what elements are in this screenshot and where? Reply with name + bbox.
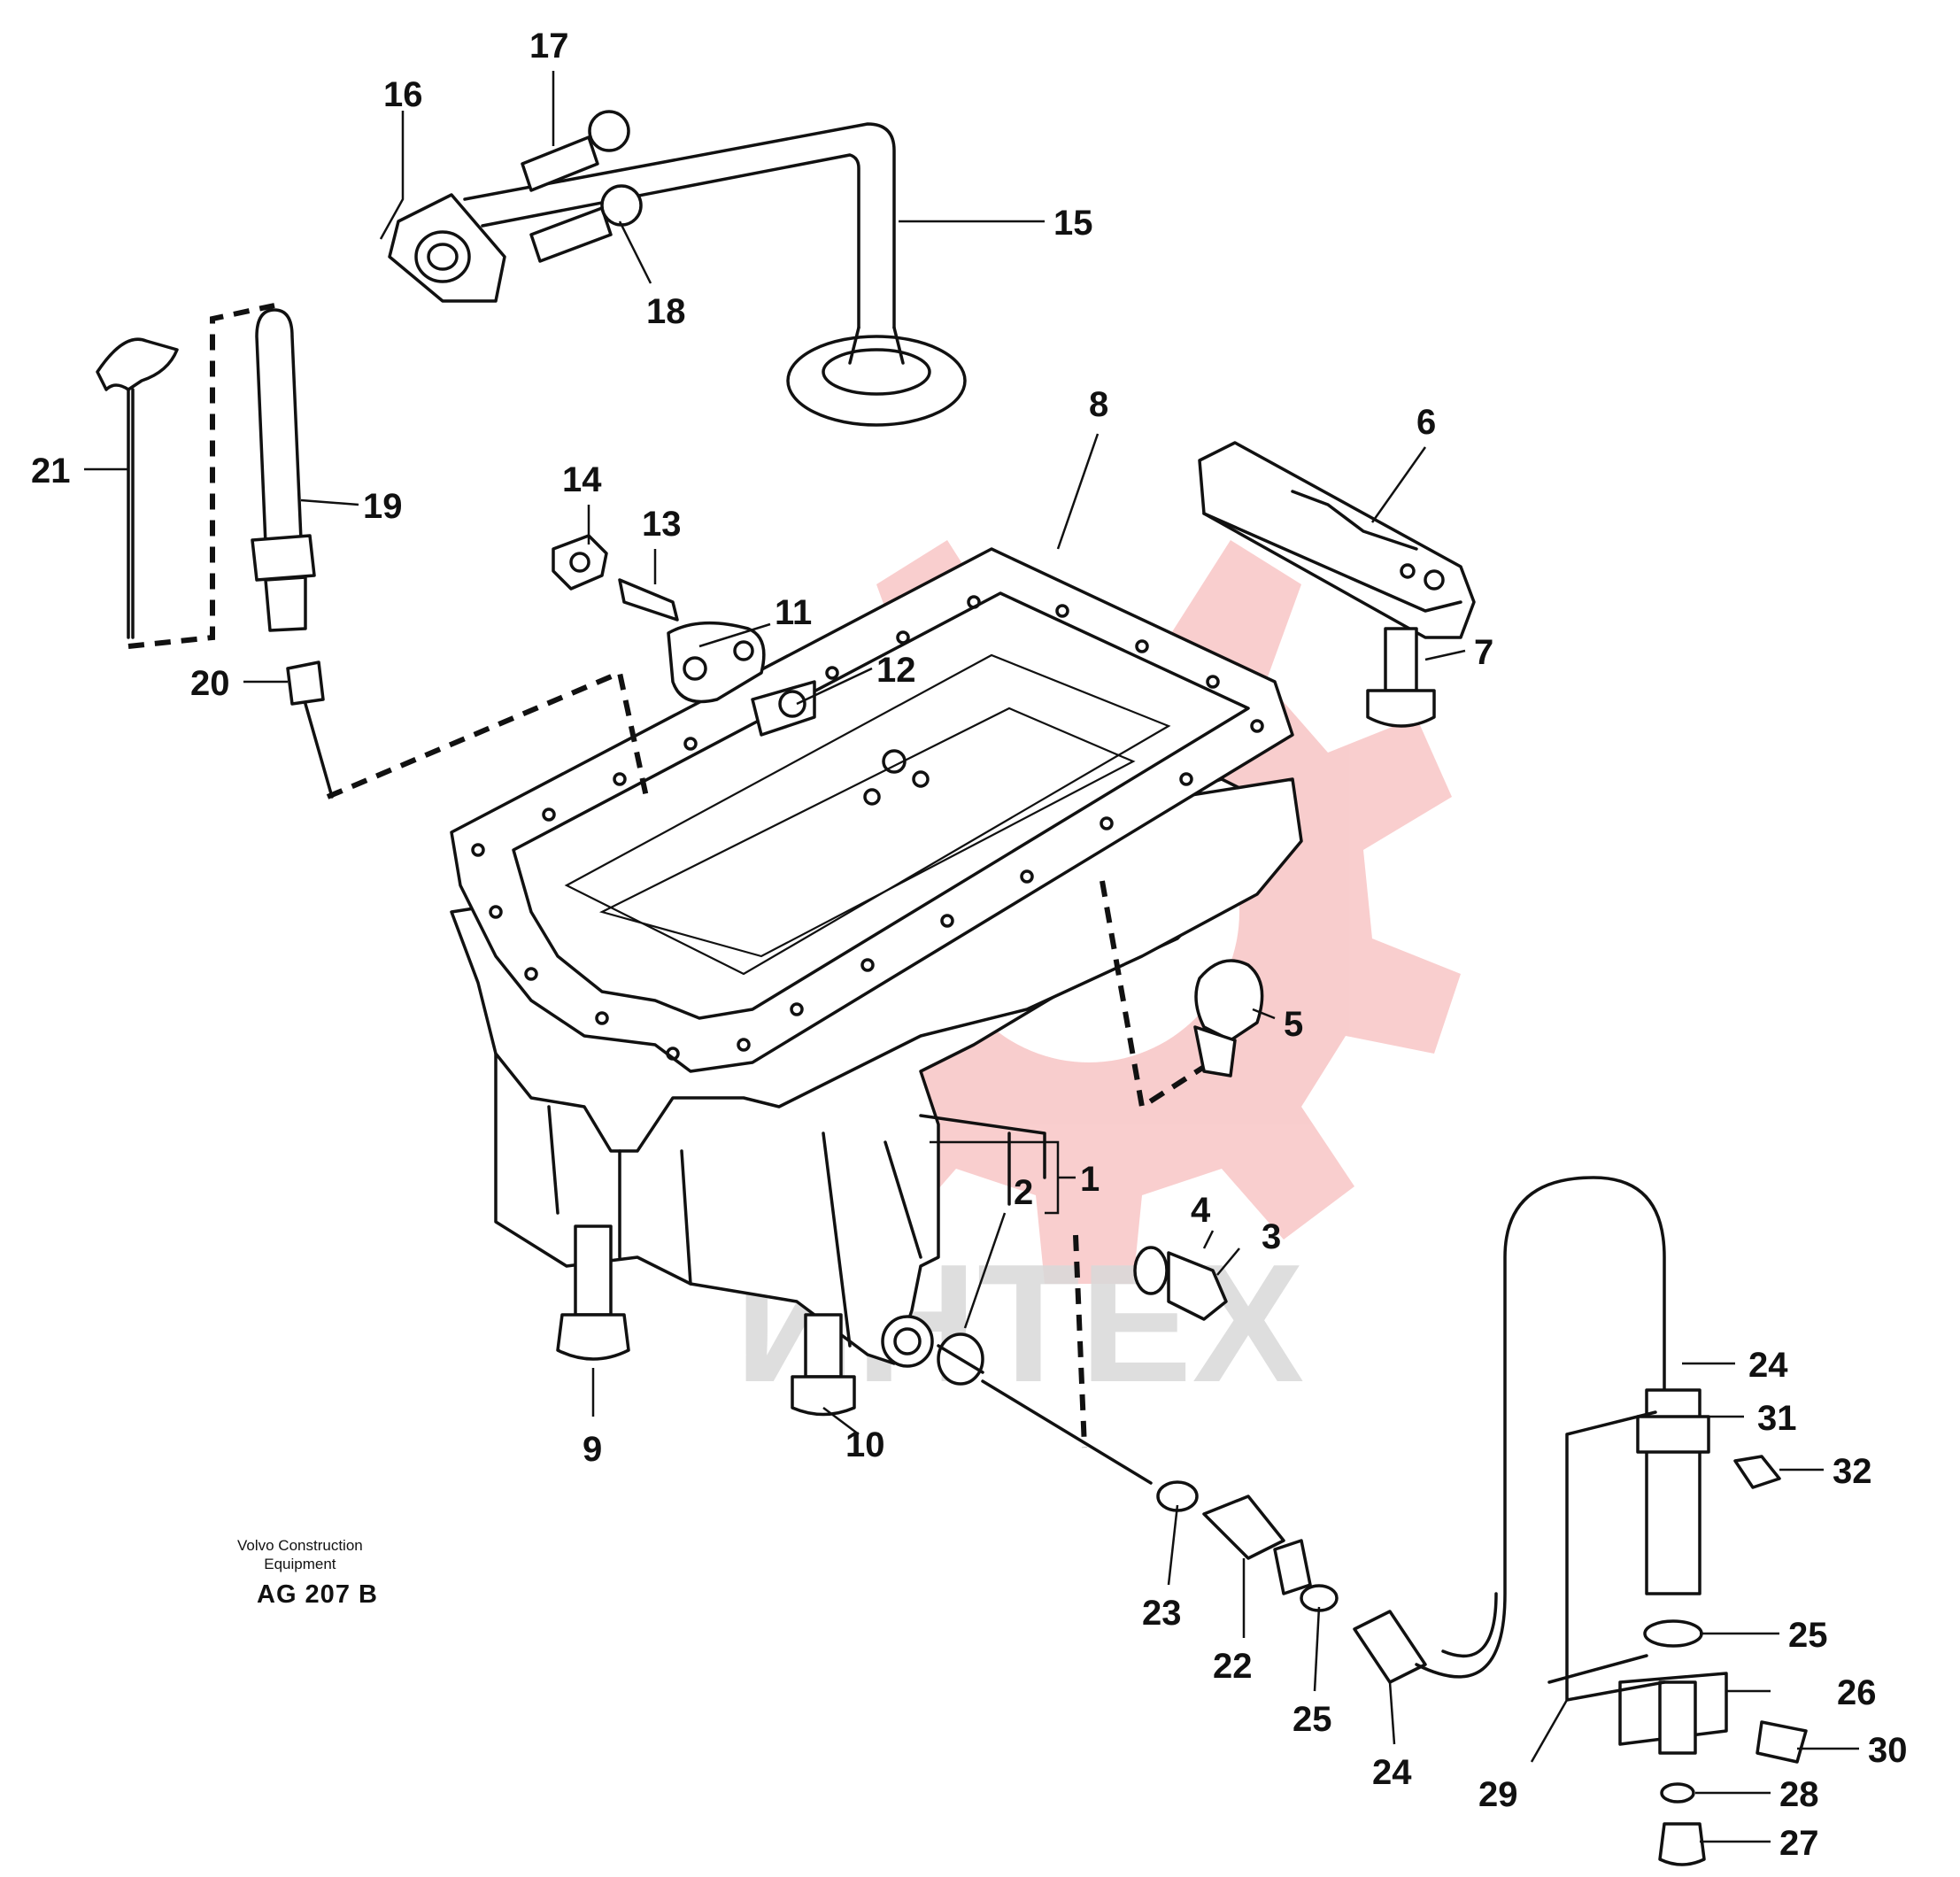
callout-24-top: 24 xyxy=(1748,1346,1788,1385)
callout-18: 18 xyxy=(646,292,686,331)
callout-labels: 17 16 15 18 21 19 20 14 13 11 12 8 6 7 5… xyxy=(31,27,1908,1863)
bolts-9-10 xyxy=(556,1224,856,1417)
callout-30: 30 xyxy=(1868,1731,1908,1770)
bracket-part-6 xyxy=(1198,441,1476,728)
callout-7: 7 xyxy=(1474,633,1493,672)
callout-21: 21 xyxy=(31,452,71,490)
callout-29: 29 xyxy=(1478,1775,1518,1814)
callout-6: 6 xyxy=(1416,403,1436,442)
callout-27: 27 xyxy=(1779,1824,1819,1863)
callout-20: 20 xyxy=(190,664,230,703)
drain-parts xyxy=(937,1234,1228,1448)
callout-4: 4 xyxy=(1191,1191,1211,1230)
oil-suction-pipe xyxy=(388,110,967,427)
callout-31: 31 xyxy=(1757,1399,1797,1438)
plug-parts-left xyxy=(552,534,816,737)
callout-25-left: 25 xyxy=(1293,1700,1332,1739)
callout-9: 9 xyxy=(583,1430,602,1469)
drain-hose-assembly xyxy=(981,1176,1808,1866)
callout-17: 17 xyxy=(529,27,569,66)
callout-5: 5 xyxy=(1284,1005,1303,1044)
filler-cap xyxy=(1100,880,1264,1111)
dipstick-assembly xyxy=(96,303,649,799)
callout-23: 23 xyxy=(1142,1594,1182,1633)
credit-line-1: Volvo Construction xyxy=(237,1537,363,1554)
callout-19: 19 xyxy=(363,487,403,526)
callout-15: 15 xyxy=(1053,204,1093,243)
callout-10: 10 xyxy=(845,1425,885,1464)
callout-16: 16 xyxy=(383,75,423,114)
callout-14: 14 xyxy=(562,460,602,499)
callout-8: 8 xyxy=(1089,385,1108,424)
callout-2: 2 xyxy=(1014,1173,1033,1212)
callout-22: 22 xyxy=(1213,1647,1253,1686)
callout-13: 13 xyxy=(642,505,682,544)
callout-3: 3 xyxy=(1262,1217,1281,1256)
callout-11: 11 xyxy=(775,593,812,632)
drawing-code: AG 207 B xyxy=(257,1580,378,1609)
manufacturer-credit: Volvo Construction Equipment xyxy=(237,1536,363,1573)
callout-26: 26 xyxy=(1837,1673,1877,1712)
callout-12: 12 xyxy=(876,651,916,690)
callout-25-right: 25 xyxy=(1788,1616,1828,1655)
callout-28: 28 xyxy=(1779,1775,1819,1814)
gasket-frame xyxy=(450,547,1294,1073)
credit-line-2: Equipment xyxy=(264,1556,336,1572)
callout-1: 1 xyxy=(1080,1160,1100,1199)
callout-24-bottom: 24 xyxy=(1372,1753,1412,1792)
leader-lines xyxy=(84,71,1859,1843)
callout-32: 32 xyxy=(1833,1452,1872,1491)
